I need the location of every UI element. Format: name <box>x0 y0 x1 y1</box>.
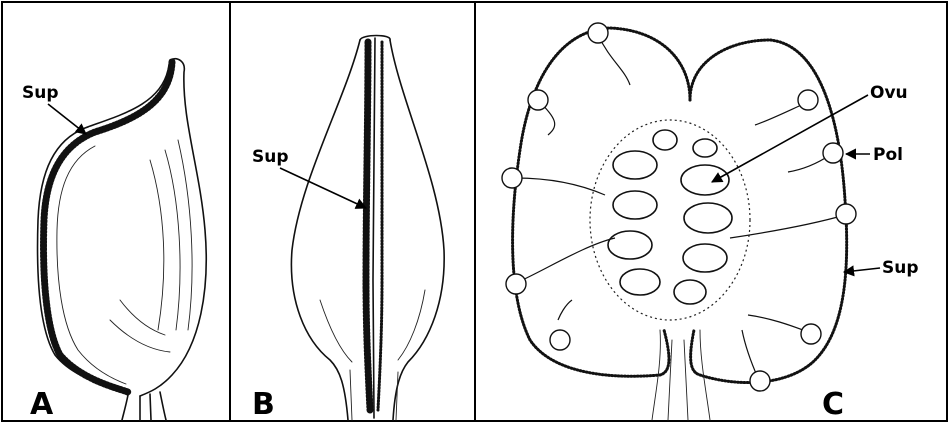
panel-c-label-sup: Sup <box>882 258 919 278</box>
pollen-grain <box>528 90 548 110</box>
panel-a-label-sup: Sup <box>22 83 59 103</box>
pollen-grain <box>502 168 522 188</box>
pollen-grain <box>750 371 770 391</box>
pollen-grain <box>836 204 856 224</box>
panel-a-frame <box>2 2 230 421</box>
panel-b-suture-band <box>366 42 370 410</box>
pollen-grain <box>798 90 818 110</box>
panel-c-frame <box>475 2 947 421</box>
pollen-grain <box>801 324 821 344</box>
pollen-grain <box>588 23 608 43</box>
panel-b-letter: B <box>252 387 275 422</box>
pollen-grain <box>506 274 526 294</box>
panel-a: Sup A <box>2 2 230 422</box>
panel-b-label-sup: Sup <box>252 147 289 167</box>
panel-c: Ovu Pol Sup C <box>475 2 947 422</box>
panel-c-letter: C <box>822 387 844 422</box>
pollen-grain <box>823 143 843 163</box>
panel-a-letter: A <box>30 387 54 422</box>
pollen-grain <box>550 330 570 350</box>
panel-b: Sup B <box>230 2 475 422</box>
panel-c-label-pol: Pol <box>873 145 903 165</box>
panel-c-label-ovu: Ovu <box>870 83 908 103</box>
